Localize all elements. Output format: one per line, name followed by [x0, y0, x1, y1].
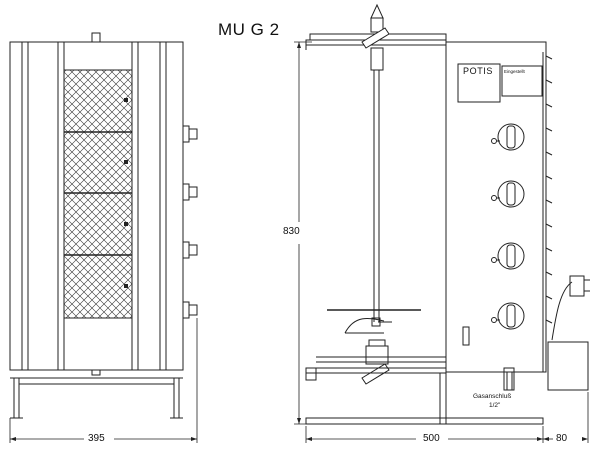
cabinet-fins [545, 55, 553, 324]
drip-tray [327, 309, 421, 385]
lower-frame [305, 356, 544, 425]
burner-mesh [63, 69, 133, 319]
front-width-dimension-label: 395 [88, 433, 105, 444]
gas-connection-label: Gasanschluß [473, 393, 512, 400]
front-stand [10, 377, 183, 419]
front-knobs [182, 125, 198, 319]
front-view [9, 32, 198, 443]
side-view [294, 3, 590, 443]
knob-2 [491, 180, 525, 208]
plate-label: Eingestellt [504, 69, 525, 74]
main-cabinet [445, 41, 553, 373]
side-knobs [491, 123, 525, 330]
depth-dimensions [305, 392, 589, 443]
side-cabinet [547, 275, 590, 391]
front-width-dimension [9, 318, 198, 443]
knob-4 [491, 302, 525, 330]
height-dimension-label: 830 [283, 226, 300, 237]
depth-dimension-label: 500 [423, 433, 440, 444]
brand-label: POTIS [463, 66, 494, 76]
skewer [361, 3, 390, 322]
top-cap [91, 32, 101, 43]
knob-3 [491, 242, 525, 270]
cabinet-dimension-label: 80 [556, 433, 568, 444]
model-title: MU G 2 [218, 20, 280, 39]
knob-1 [491, 123, 525, 151]
gas-size-label: 1/2" [489, 402, 501, 409]
